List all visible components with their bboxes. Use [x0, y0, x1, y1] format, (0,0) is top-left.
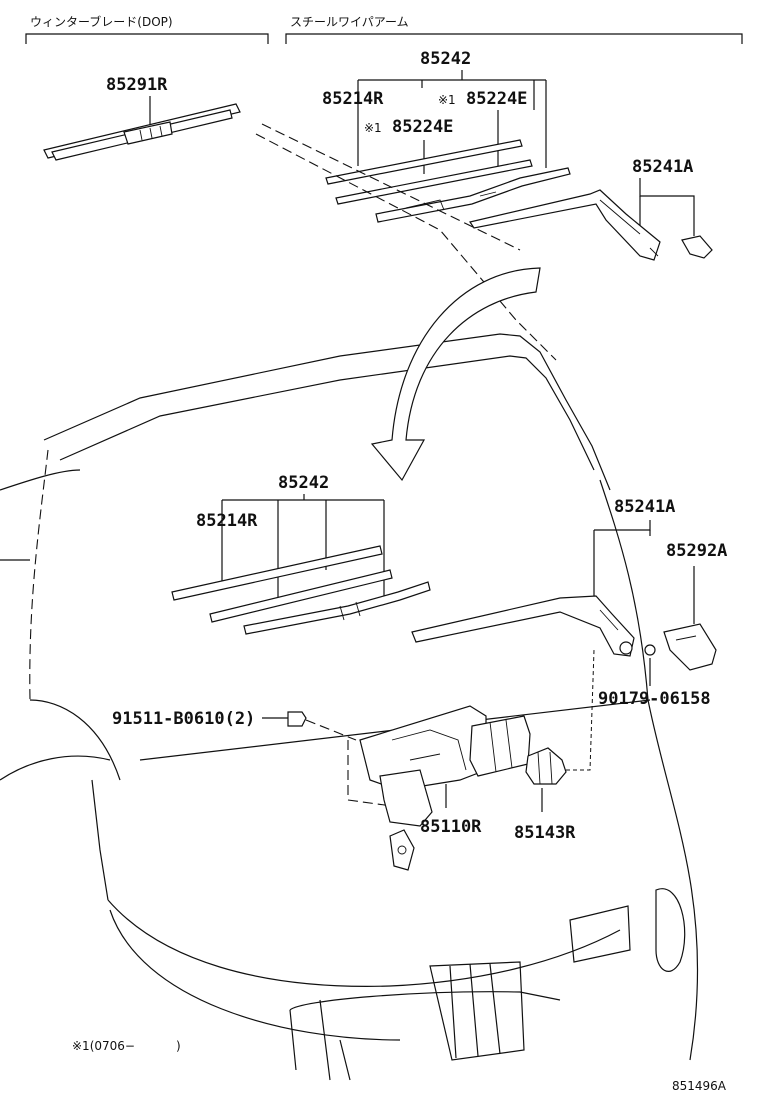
header-winter-blade: ウィンターブレード(DOP): [25, 14, 269, 44]
label-85224E-left: 85224E: [392, 117, 453, 137]
footnote-close: ): [176, 1039, 181, 1053]
mid-arm-85241A: 85241A 85292A 90179-06158: [411, 497, 727, 709]
label-85241A-mid: 85241A: [614, 497, 675, 517]
label-85214R-top: 85214R: [322, 89, 384, 109]
top-arm-85241A: 85241A: [469, 157, 713, 261]
label-85143R: 85143R: [514, 823, 576, 843]
header-winter-blade-text: ウィンターブレード(DOP): [30, 14, 173, 29]
label-85224E-right: 85224E: [466, 89, 527, 109]
label-85242-mid: 85242: [278, 473, 329, 493]
label-85241A-top: 85241A: [632, 157, 693, 177]
header-steel-arm-text: スチールワイパアーム: [290, 15, 409, 29]
diagram-code: 851496A: [672, 1079, 727, 1093]
winter-blade-85291R: 85291R: [43, 75, 241, 161]
top-blade-assembly-85242: 85242 85214R ※1 85224E ※1 85224E: [322, 49, 571, 223]
mid-blade-assembly-85242: 85242 85214R: [171, 473, 431, 635]
label-85292A: 85292A: [666, 541, 727, 561]
label-91511-B0610: 91511-B0610(2): [112, 709, 255, 729]
label-85110R: 85110R: [420, 817, 482, 837]
assembly-arrow: [370, 267, 541, 482]
note-mark-2: ※1: [364, 121, 382, 135]
footnote-text: ※1(0706−: [72, 1039, 135, 1053]
label-85214R-mid: 85214R: [196, 511, 258, 531]
header-steel-wiper-arm: スチールワイパアーム: [285, 15, 743, 44]
label-85242-top: 85242: [420, 49, 471, 69]
wiper-motor-assembly: 91511-B0610(2) 85110R 85143R: [112, 649, 595, 871]
label-85291R: 85291R: [106, 75, 168, 95]
label-90179-06158: 90179-06158: [598, 689, 711, 709]
footnote: ※1(0706− ): [72, 1039, 181, 1053]
note-mark-1: ※1: [438, 93, 456, 107]
